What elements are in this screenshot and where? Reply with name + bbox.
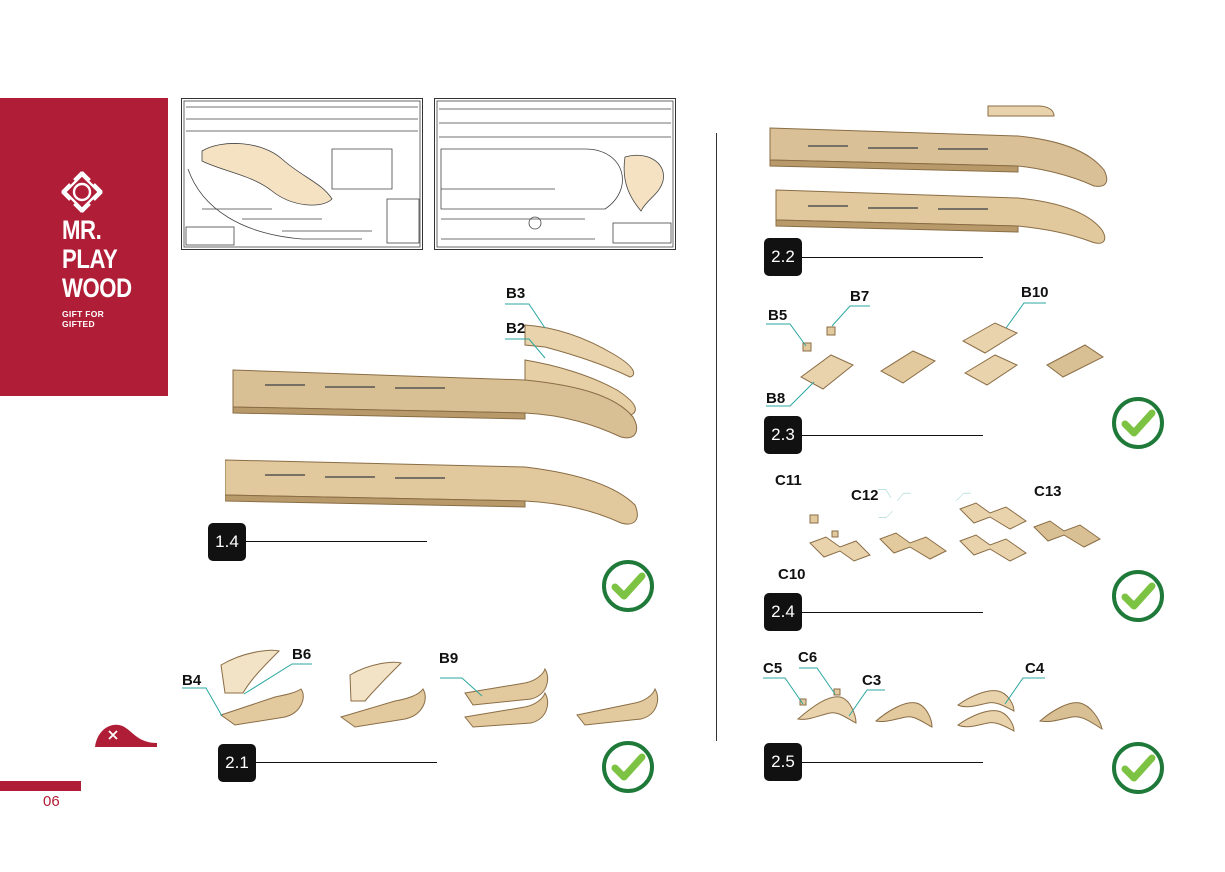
part-label-b9: B9 — [439, 650, 459, 667]
sheet-drawing — [436, 100, 674, 248]
step-2-5-illustration — [796, 688, 1103, 732]
brand-tagline: GIFT FOR GIFTED — [62, 309, 104, 329]
step-number-2-5: 2.5 — [764, 743, 802, 781]
part-label-c5: C5 — [763, 660, 783, 677]
column-divider — [716, 133, 717, 741]
check-circle-icon — [1112, 570, 1164, 622]
step-2-1-illustration — [219, 649, 659, 728]
part-label-b2: B2 — [506, 320, 526, 337]
brand-name-line: WOOD — [62, 273, 132, 303]
part-label-b6: B6 — [292, 646, 312, 663]
check-circle-icon — [602, 560, 654, 612]
step-1-4-illustration — [225, 324, 638, 525]
tagline-line: GIFTED — [62, 319, 95, 329]
step-underline — [246, 541, 427, 542]
part-label-c11: C11 — [775, 472, 802, 489]
part-label-c13: C13 — [1034, 483, 1062, 500]
part-sheet-1 — [181, 98, 423, 250]
sheet-drawing — [183, 100, 421, 248]
step-number-2-3: 2.3 — [764, 416, 802, 454]
leader-lines — [766, 302, 1046, 407]
step-underline — [802, 612, 983, 613]
page-number-bar — [0, 781, 81, 791]
part-label-c6: C6 — [798, 649, 818, 666]
step-number-2-4: 2.4 — [764, 593, 802, 631]
part-label-c10: C10 — [778, 566, 806, 583]
step-underline — [802, 762, 983, 763]
tagline-line: GIFT FOR — [62, 309, 105, 319]
part-label-b3: B3 — [506, 285, 526, 302]
page-number: 06 — [43, 793, 60, 810]
step-2-4-illustration — [809, 502, 1101, 562]
check-circle-icon — [1112, 397, 1164, 449]
brand-name-line: MR. — [62, 215, 102, 245]
brand-panel: MR. PLAY WOOD GIFT FOR GIFTED — [0, 98, 168, 396]
leader-lines — [763, 667, 1045, 717]
part-label-b10: B10 — [1021, 284, 1049, 301]
remove-marker-icon — [95, 724, 157, 747]
brand-logo-icon — [61, 171, 103, 213]
step-2-3-illustration — [800, 322, 1104, 390]
step-underline — [802, 257, 983, 258]
part-label-b5: B5 — [768, 307, 788, 324]
part-sheet-2 — [434, 98, 676, 250]
part-label-c4: C4 — [1025, 660, 1045, 677]
part-label-b8: B8 — [766, 390, 786, 407]
check-circle-icon — [1112, 742, 1164, 794]
brand-name-line: PLAY — [62, 244, 118, 274]
check-circle-icon — [602, 741, 654, 793]
step-2-2-illustration — [769, 105, 1108, 244]
part-label-b4: B4 — [182, 672, 202, 689]
step-underline — [802, 435, 983, 436]
leader-lines — [878, 489, 971, 518]
step-number-2-1: 2.1 — [218, 744, 256, 782]
step-number-2-2: 2.2 — [764, 238, 802, 276]
part-label-c12: C12 — [851, 487, 879, 504]
step-underline — [256, 762, 437, 763]
step-number-1-4: 1.4 — [208, 523, 246, 561]
part-label-c3: C3 — [862, 672, 882, 689]
part-label-b7: B7 — [850, 288, 870, 305]
leader-lines — [182, 663, 483, 717]
leader-lines — [505, 303, 546, 359]
brand-name: MR. PLAY WOOD — [62, 216, 147, 303]
